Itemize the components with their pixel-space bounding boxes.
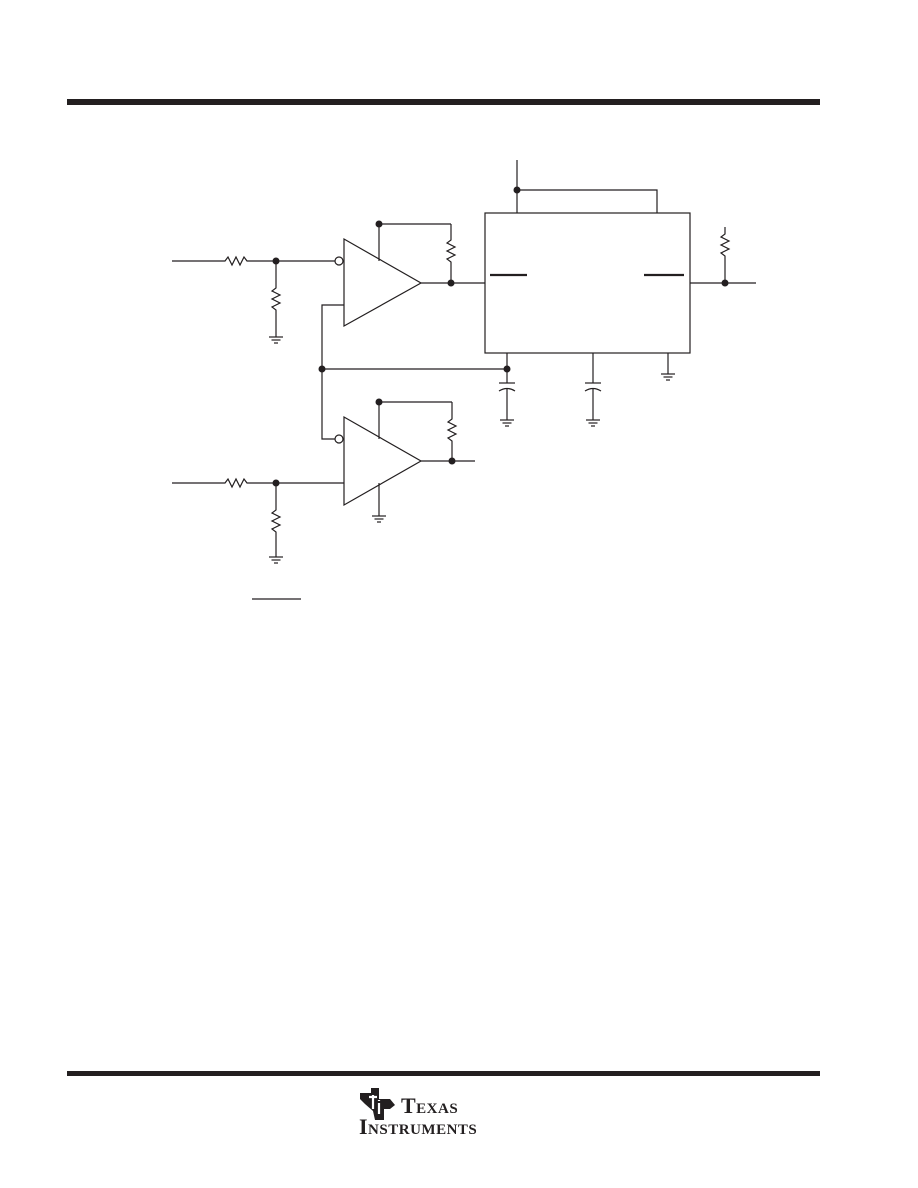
footer-rule [67, 1071, 820, 1076]
upper-amplifier [334, 220, 485, 328]
ic-block [484, 160, 756, 427]
ic-body [484, 212, 691, 354]
upper-output-junction [447, 279, 455, 287]
lower-input-resistor [222, 477, 250, 489]
timing-capacitor-1 [498, 382, 516, 392]
logo-word-texas: Texas [401, 1093, 459, 1118]
header-rule [67, 99, 820, 105]
upper-input-network [172, 255, 335, 344]
upper-inverting-bubble [334, 256, 344, 266]
timing-capacitor-2 [584, 382, 602, 392]
ground-symbol-2 [500, 419, 514, 427]
lower-amplifier [334, 398, 475, 523]
ground-symbol-1 [269, 336, 283, 344]
ground-symbol-4 [661, 373, 675, 381]
ground-symbol-6 [269, 556, 283, 564]
lower-input-network [172, 477, 344, 564]
logo-word-instruments: Instruments [359, 1114, 478, 1139]
upper-input-resistor [222, 255, 250, 267]
lower-amplifier-triangle [343, 415, 423, 507]
ground-symbol-5 [372, 515, 386, 523]
lower-pulldown-resistor [270, 507, 282, 535]
enable-bus [318, 304, 511, 440]
lower-output-pullup-resistor [446, 416, 458, 444]
upper-output-pullup-resistor [445, 237, 457, 265]
upper-pulldown-resistor [270, 285, 282, 313]
ti-logo-icon [360, 1088, 395, 1120]
ground-symbol-3 [586, 419, 600, 427]
upper-amplifier-triangle [343, 237, 423, 328]
enable-wire [321, 304, 344, 440]
lower-inverting-bubble [334, 434, 344, 444]
ic-output-pullup-resistor [719, 231, 731, 259]
texas-instruments-logo: Texas Instruments [357, 1085, 517, 1141]
